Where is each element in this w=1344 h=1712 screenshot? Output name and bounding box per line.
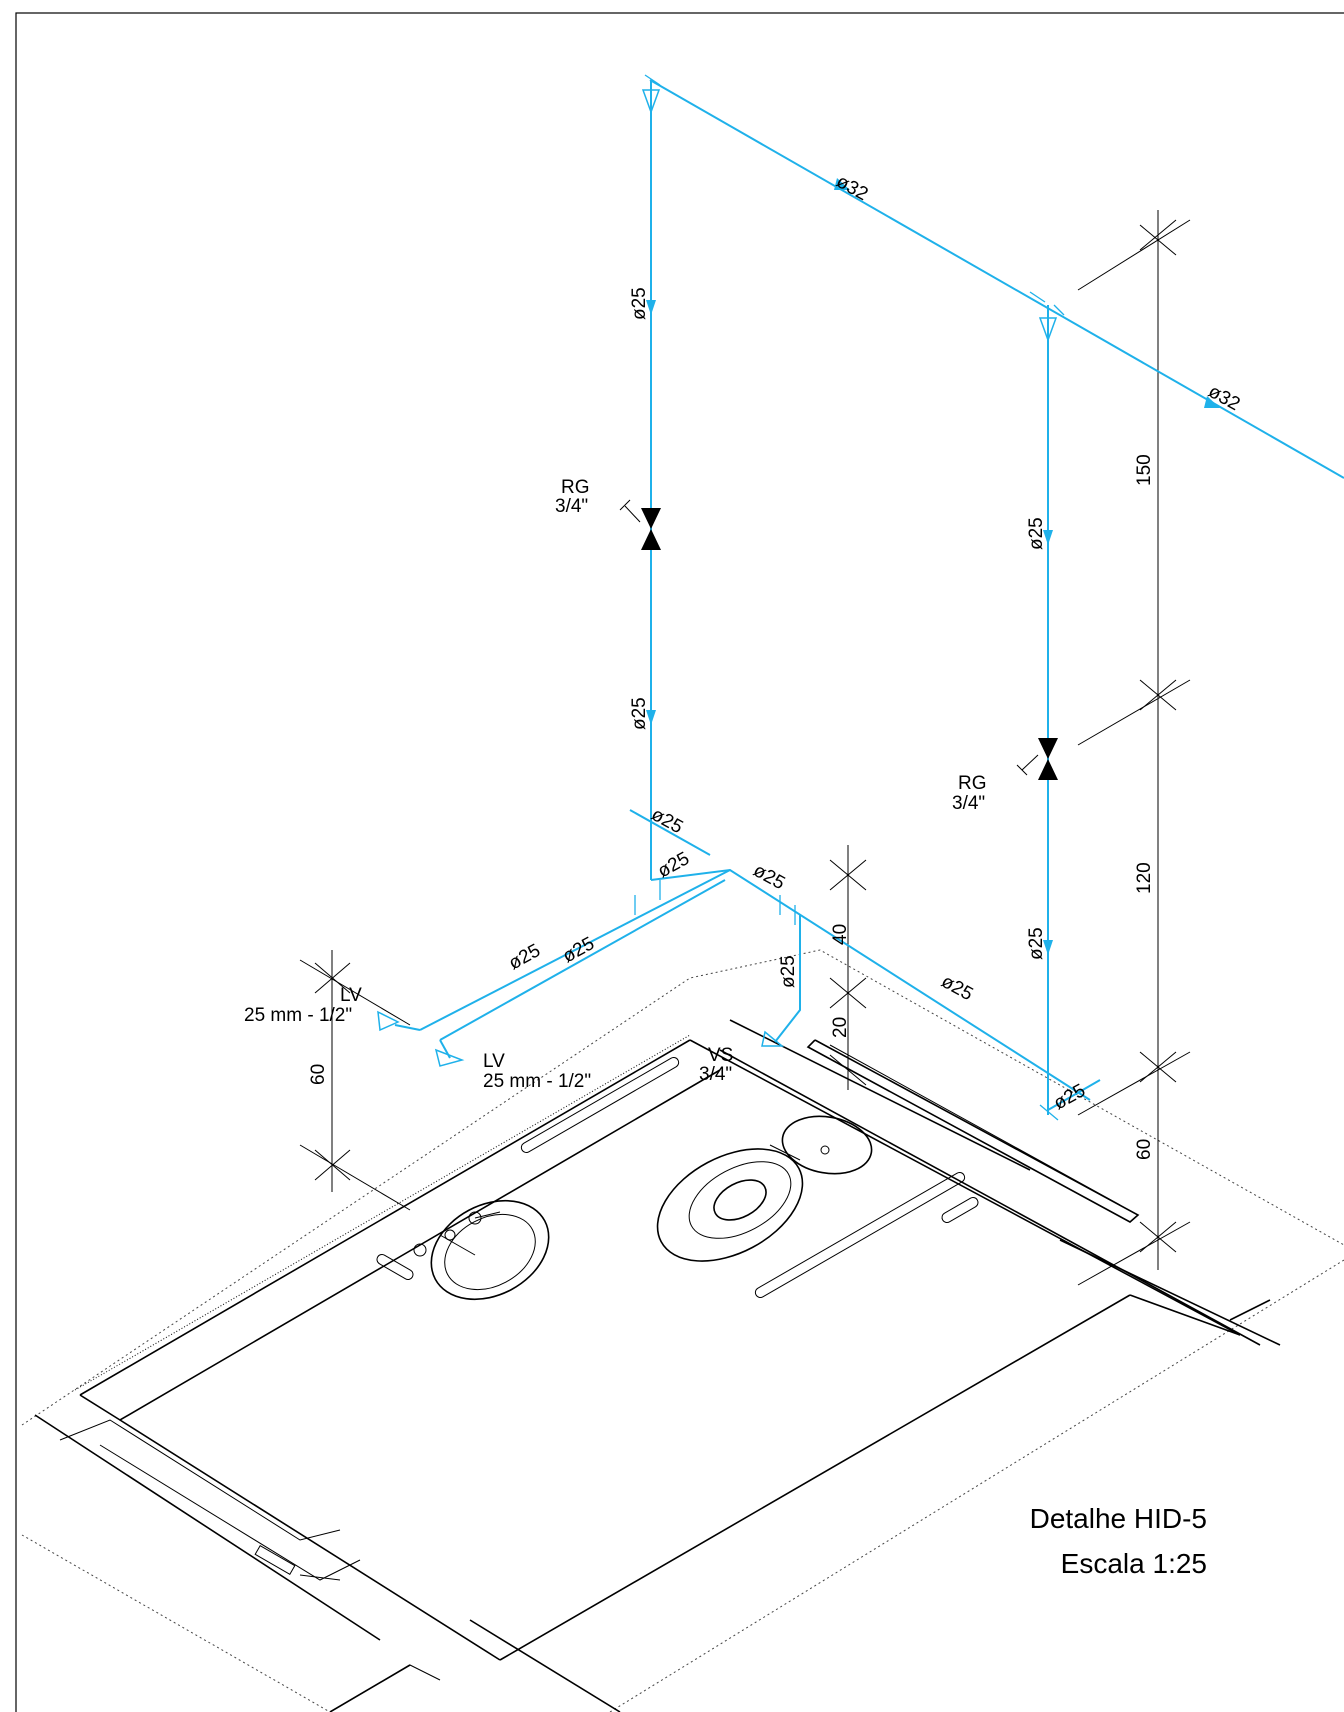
label-vs-drop: ø25 [778, 955, 799, 988]
label-top-main-b: ø32 [1205, 381, 1244, 415]
dim-right-lower: 60 [1134, 1139, 1155, 1160]
label-branch-right: ø25 [938, 971, 977, 1005]
fixture-lv-upper-name: LV [340, 985, 362, 1006]
fixture-lv-lower-name: LV [483, 1051, 505, 1072]
label-branch-lv-2: ø25 [559, 933, 598, 967]
fixture-vs-name: VS [708, 1045, 733, 1066]
label-left-riser-upper: ø25 [629, 287, 650, 320]
dim-right-middle: 120 [1134, 862, 1155, 894]
fixture-vs-size: 3/4" [699, 1064, 732, 1085]
dim-right-upper: 150 [1134, 454, 1155, 486]
fixture-lv-lower-size: 25 mm - 1/2" [483, 1071, 591, 1092]
label-left-riser-lower: ø25 [629, 697, 650, 730]
drawing-frame [15, 12, 1344, 1712]
label-branch-center: ø25 [750, 860, 789, 894]
label-right-riser-upper: ø25 [1026, 517, 1047, 550]
sink-fixture [413, 1199, 550, 1301]
pipe-network [377, 74, 1344, 1121]
dimension-lines [299, 210, 1191, 1286]
toilet-fixture [656, 1115, 873, 1262]
drawing-title: Detalhe HID-5 [1030, 1503, 1207, 1534]
valve-left-name: RG [561, 477, 590, 498]
valve-right-size: 3/4" [952, 793, 985, 814]
pipe-labels: ø32 ø32 ø25 ø25 ø25 ø25 ø25 ø25 ø25 ø25 … [505, 171, 1243, 1114]
label-branch-left-top: ø25 [648, 804, 687, 838]
valve-right [1016, 738, 1058, 780]
dim-center-lower: 20 [830, 1017, 851, 1038]
label-right-junction: ø25 [1050, 1080, 1089, 1114]
dim-left: 60 [308, 1064, 329, 1085]
label-top-main-a: ø32 [833, 171, 872, 205]
floor-plan [21, 949, 1344, 1712]
dim-center-upper: 40 [830, 924, 851, 945]
label-right-riser-lower: ø25 [1026, 927, 1047, 960]
valve-left-size: 3/4" [555, 496, 588, 517]
fixture-lv-upper-size: 25 mm - 1/2" [244, 1005, 352, 1026]
valve-left [619, 499, 661, 550]
drawing-scale: Escala 1:25 [1061, 1548, 1207, 1579]
valve-right-name: RG [958, 773, 987, 794]
label-branch-left-mid: ø25 [654, 848, 693, 882]
